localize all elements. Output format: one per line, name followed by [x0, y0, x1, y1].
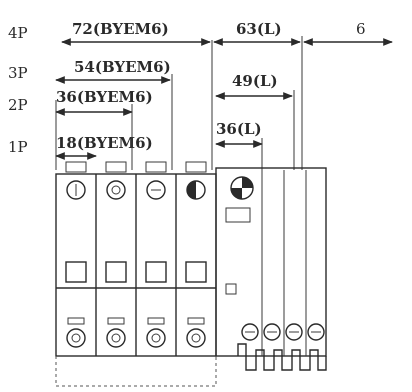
toggle-lever: [185, 261, 207, 283]
width-label-3p: 54(BYEM6): [74, 58, 171, 76]
terminal-screw: [66, 180, 86, 200]
terminal-screw: [263, 323, 281, 341]
pole-label-4p: 4P: [8, 24, 28, 42]
rcd-test-button: [225, 283, 237, 295]
terminal-screw: [106, 180, 126, 200]
dimension-row-4p: 4P 72(BYEM6) 63(L) 6: [8, 20, 393, 46]
pole-label-3p: 3P: [8, 64, 28, 82]
dimension-row-1p: 1P 18(BYEM6) 36(L): [8, 120, 263, 160]
terminal-screw: [146, 180, 166, 200]
rcd-label-49: 49(L): [232, 72, 278, 90]
toggle-lever: [65, 261, 87, 283]
dimension-row-3p: 3P 54(BYEM6) 49(L): [8, 58, 293, 100]
terminal-screw: [241, 323, 259, 341]
rcd-comb-terminals: [237, 343, 327, 371]
toggle-lever: [145, 261, 167, 283]
rcd-label-63: 63(L): [236, 20, 282, 38]
rcd-block-frame: [215, 167, 327, 357]
rcd-window: [225, 207, 251, 223]
terminal-screw: [106, 328, 126, 348]
terminal-screw: [66, 328, 86, 348]
pole-label-2p: 2P: [8, 96, 28, 114]
toggle-lever: [105, 261, 127, 283]
rcd-label-36: 36(L): [216, 120, 262, 138]
terminal-screw: [186, 328, 206, 348]
din-rail-outline: [55, 356, 217, 387]
extension-lines: [55, 36, 303, 170]
breaker-assembly: [55, 161, 327, 387]
width-label-1p: 18(BYEM6): [56, 134, 153, 152]
terminal-screw: [285, 323, 303, 341]
extra-label-6: 6: [356, 20, 366, 38]
width-label-4p: 72(BYEM6): [72, 20, 169, 38]
width-label-2p: 36(BYEM6): [56, 88, 153, 106]
dimension-row-2p: 2P 36(BYEM6): [8, 88, 153, 116]
terminal-screw: [307, 323, 325, 341]
terminal-screw: [146, 328, 166, 348]
pole-label-1p: 1P: [8, 138, 28, 156]
